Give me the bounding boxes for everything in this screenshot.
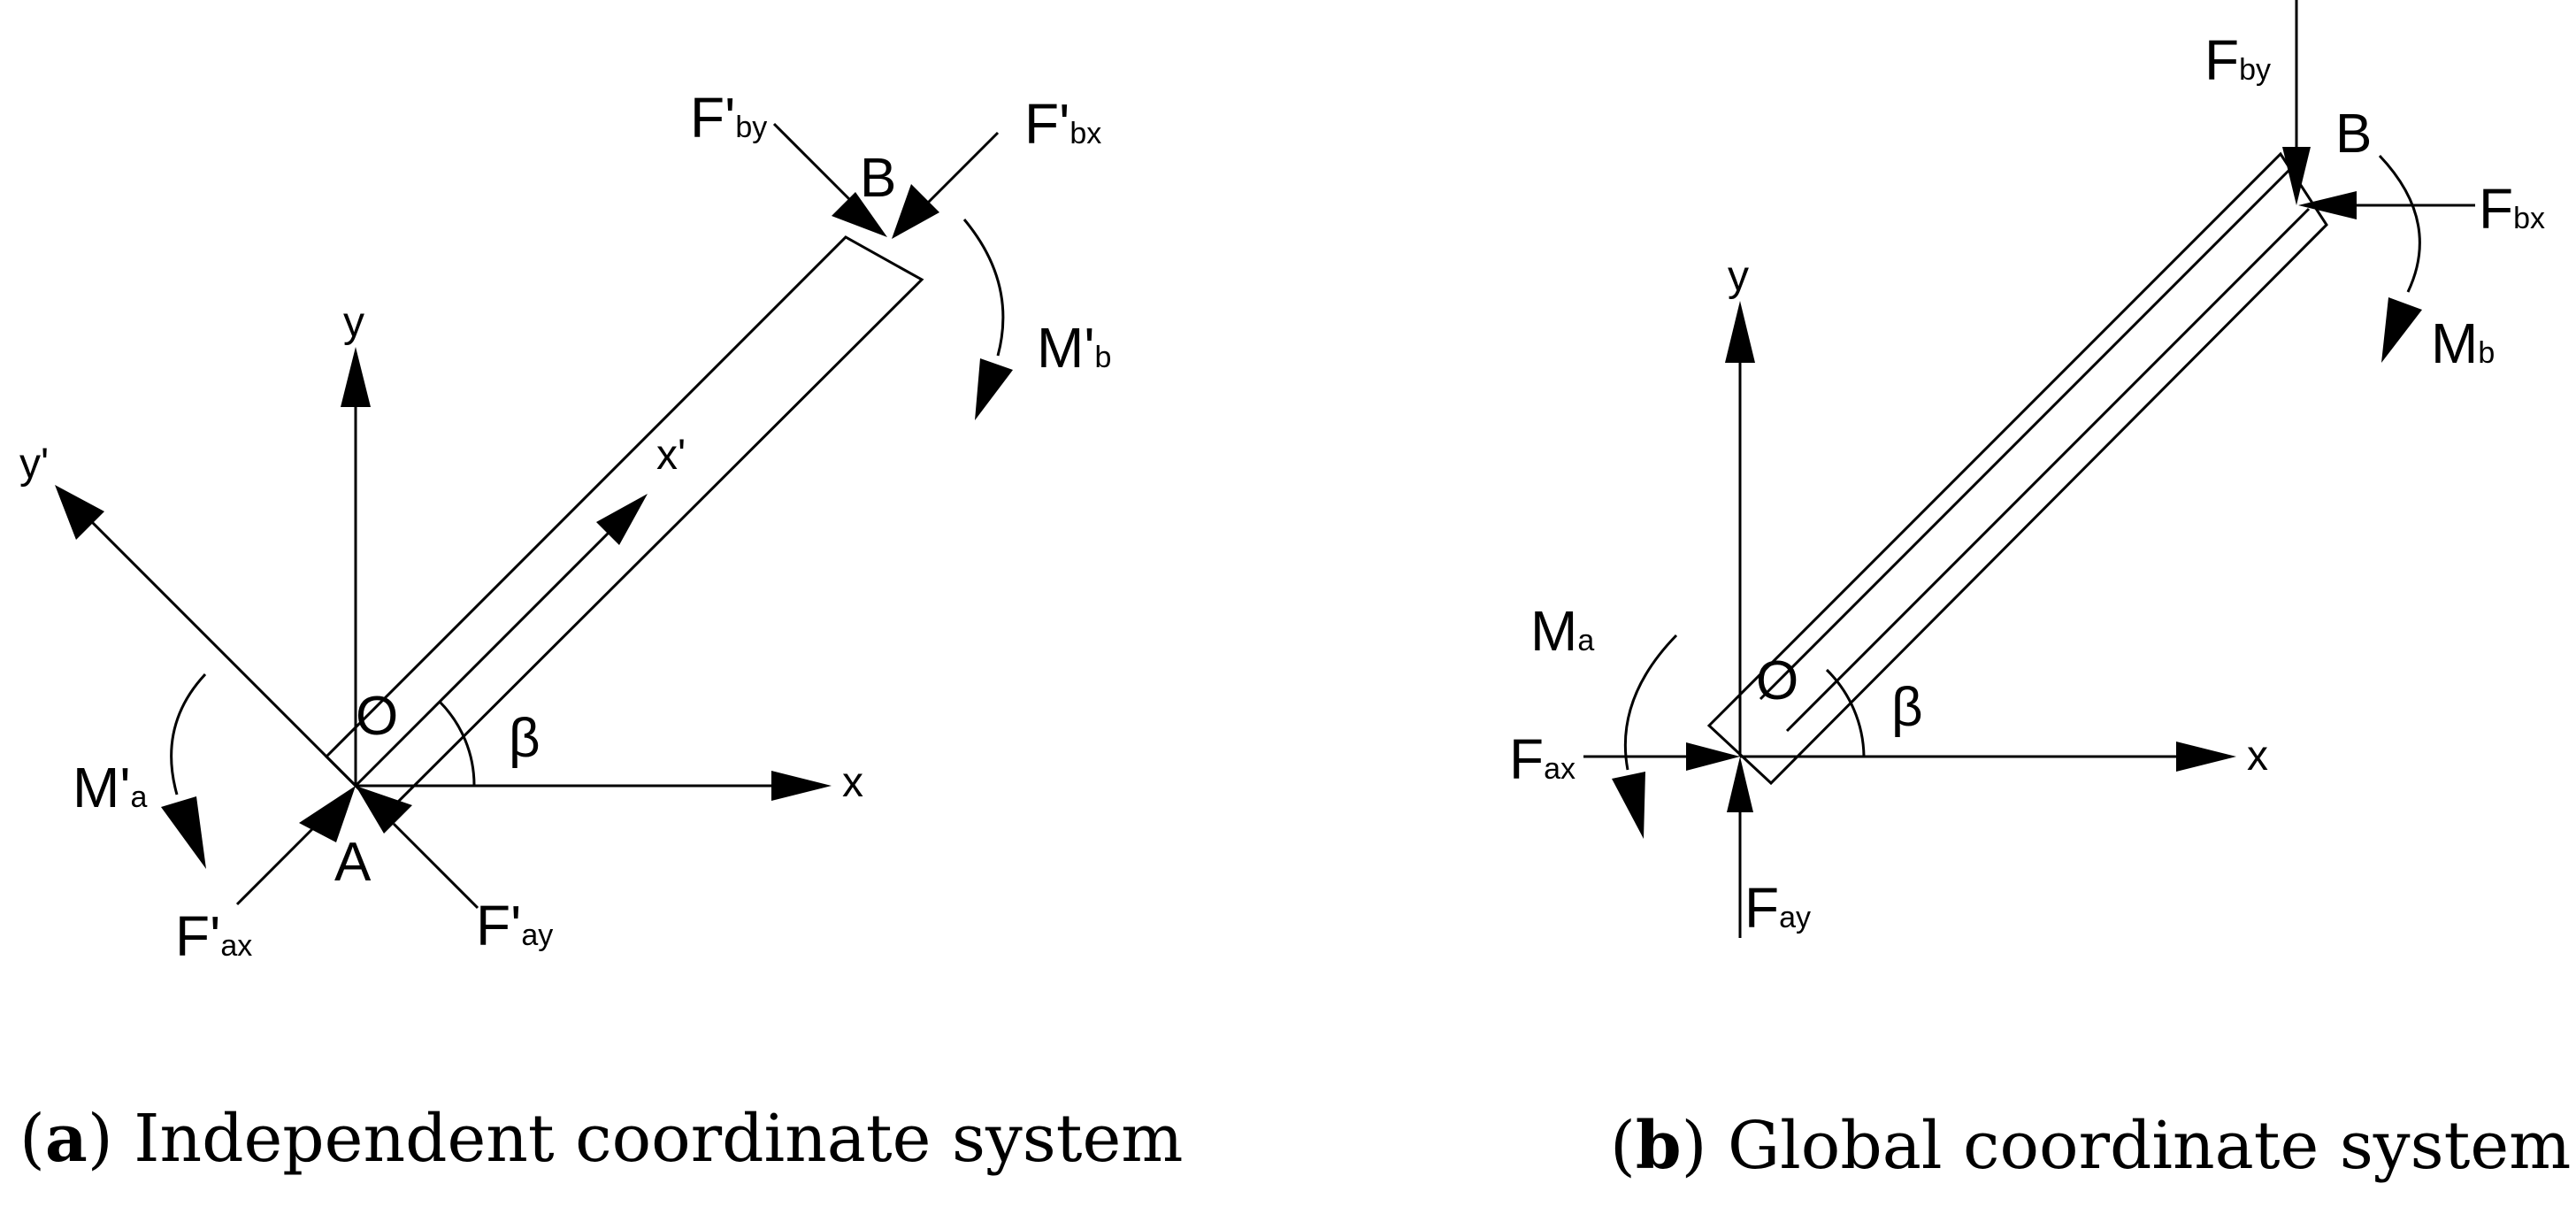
label-y: y (343, 299, 364, 346)
f-ay-arrowhead (1727, 757, 1753, 812)
label-f-ay: Fay (1744, 876, 1811, 940)
panel-a-forces-b (772, 122, 1000, 239)
m-b-arrowhead (975, 358, 1013, 420)
panel-b-angle-arc (1825, 668, 1866, 757)
label-f-ax: F'ax (175, 904, 252, 968)
panel-b-moment-a (1612, 634, 1678, 839)
label-f-by: F'by (690, 86, 767, 150)
panel-a-member (324, 235, 924, 818)
caption-a: (a) Independent coordinate system (19, 1101, 1183, 1177)
label-f-by: Fby (2204, 28, 2271, 92)
label-y: y (1728, 253, 1749, 300)
label-m-b: M'b (1037, 316, 1111, 380)
f-by-arrowhead (832, 192, 887, 237)
label-point-b: B (2335, 104, 2372, 165)
x-prime-arrowhead (596, 494, 648, 545)
panel-b-axes (1725, 301, 2236, 772)
panel-b-member (1706, 151, 2328, 786)
f-ay-arrowhead (356, 786, 412, 834)
f-ax-arrowhead (1686, 742, 1740, 771)
panel-a: y x y' x' B A O β F'by F'bx M'b M'a F'ax… (19, 86, 1183, 1177)
label-f-bx: F'bx (1024, 92, 1101, 156)
panel-a-forces-a (235, 786, 479, 910)
panel-b: y x B O β Fby Fbx Mb Ma Fax Fay (b) Glob… (1509, 0, 2571, 1184)
panel-a-moment-a (161, 672, 207, 869)
label-y-prime: y' (19, 441, 49, 488)
f-by-arrowhead (2282, 147, 2311, 205)
x-axis-arrowhead (2176, 742, 2236, 772)
label-angle-beta: β (509, 708, 540, 769)
y-axis-arrowhead (1725, 301, 1755, 363)
label-m-a: Ma (1530, 599, 1594, 663)
label-f-ax: Fax (1509, 727, 1576, 791)
label-m-a: M'a (73, 756, 148, 819)
panel-b-forces-b (2282, 0, 2475, 219)
m-a-arrowhead (1612, 772, 1645, 839)
panel-a-axes (55, 347, 832, 801)
panel-b-moment-b (2378, 154, 2422, 363)
label-x: x (2247, 733, 2268, 780)
label-point-a: A (334, 832, 372, 893)
f-ax-arrowhead (299, 786, 356, 842)
label-f-bx: Fbx (2479, 177, 2545, 241)
panel-a-angle-arc (438, 700, 476, 787)
label-point-b: B (860, 148, 896, 209)
y-prime-axis-arrowhead (55, 485, 104, 540)
panel-b-forces-a (1583, 742, 1753, 938)
m-b-arrowhead (2381, 297, 2422, 363)
label-x: x (842, 759, 863, 806)
label-origin: O (1756, 650, 1798, 711)
label-f-ay: F'ay (476, 894, 553, 957)
f-bx-arrowhead (2298, 191, 2357, 219)
label-angle-beta: β (1891, 677, 1923, 738)
label-x-prime: x' (656, 432, 686, 479)
x-axis-arrowhead (771, 771, 832, 801)
caption-b: (b) Global coordinate system (1610, 1108, 2571, 1184)
m-a-arrowhead (161, 796, 206, 869)
label-origin: O (356, 686, 398, 747)
y-axis-arrowhead (341, 347, 371, 407)
f-bx-arrowhead (892, 184, 939, 239)
label-m-b: Mb (2431, 311, 2495, 375)
panel-a-moment-b (962, 219, 1013, 420)
